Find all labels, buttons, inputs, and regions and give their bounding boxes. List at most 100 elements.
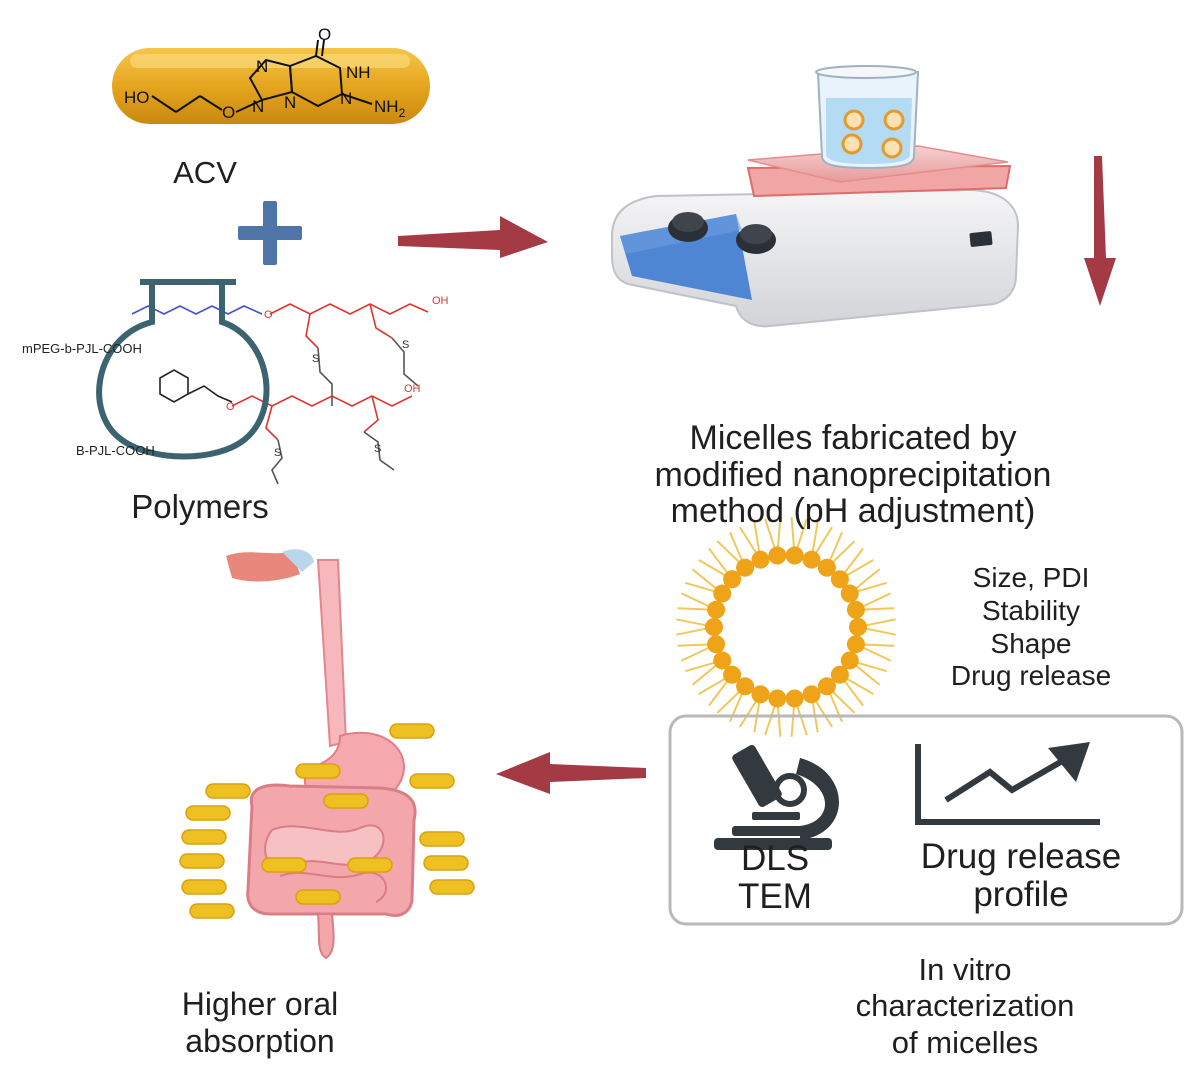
micelle-tail (684, 581, 715, 593)
micelle-tail (865, 627, 896, 636)
polymer-oh-top: OH (432, 295, 449, 307)
micelle-tail (843, 547, 864, 574)
micelle-tail (829, 531, 843, 561)
micelle-tail (691, 664, 717, 686)
micelle-head (723, 665, 742, 684)
caption-line-3: of micelles (891, 1024, 1039, 1060)
micelle-fabrication-text: Micelles fabricated by modified nanoprec… (548, 420, 1158, 530)
micelle-head (751, 550, 770, 569)
micelle-tail (716, 691, 740, 714)
micelle-head (846, 635, 865, 654)
micelle-head (846, 600, 865, 619)
hotplate-stirrer (611, 65, 1020, 328)
acv-nh2: NH2 (374, 97, 406, 120)
polymer-s-2: S (402, 339, 409, 351)
acv-molecule (151, 39, 373, 113)
flask-icon (96, 279, 270, 460)
micelle-tail (846, 677, 874, 695)
micelle-head (707, 600, 726, 619)
micelle-tail (729, 531, 743, 561)
micelle-head (736, 558, 755, 577)
micelle-tail (739, 526, 757, 554)
acv-n1: N (252, 97, 264, 116)
micelle-line-2: modified nanoprecipitation (654, 455, 1052, 494)
acv-n2: N (256, 57, 268, 76)
polymer-atom-labels: OH OH O O S S S S (226, 295, 449, 459)
micelle-illustration (676, 517, 896, 737)
micelle-head (830, 570, 849, 589)
arrow-down (1084, 156, 1116, 306)
micelle-tail (691, 568, 717, 590)
micelle-tail (753, 521, 761, 552)
micelle-tail (865, 618, 896, 627)
mpeg-label: mPEG-b-PJL-COOH (22, 341, 142, 356)
micelle-head (802, 550, 821, 569)
micelle-tail (680, 646, 710, 662)
micelle-head (802, 685, 821, 704)
release-profile-line-2: profile (973, 874, 1069, 914)
micelle-tail (777, 706, 782, 737)
micelle-head (707, 635, 726, 654)
micelle-head (713, 651, 732, 670)
micelle-tail (684, 661, 715, 673)
outcome-line-1: Higher oral (181, 986, 339, 1022)
micelle-tail (843, 680, 864, 707)
benzyl-group (159, 369, 233, 403)
micelle-tail (815, 526, 833, 554)
micelle-tail (832, 540, 856, 563)
micelle-head (768, 546, 787, 565)
micelle-head (840, 584, 859, 603)
release-profile-label: Drug release profile (866, 838, 1176, 914)
micelle-head (723, 570, 742, 589)
property-size-pdi: Size, PDI (972, 562, 1090, 593)
caption-line-2: characterization (855, 988, 1075, 1024)
micelle-tail (698, 677, 726, 695)
micelle-tail (815, 700, 833, 728)
polymer-o-top: O (264, 309, 273, 321)
polymer-s-4: S (374, 443, 381, 455)
arrow-left (496, 752, 646, 794)
microscope-icon (714, 744, 839, 850)
micelle-line-1: Micelles fabricated by (689, 419, 1017, 457)
acv-n3: N (284, 93, 296, 112)
micelle-tail (862, 646, 892, 662)
polymer-s-1: S (312, 353, 319, 365)
micelle-head (713, 584, 732, 603)
micelle-tail (739, 700, 757, 728)
micelle-tail (832, 691, 856, 714)
micelle-tail (855, 664, 881, 686)
release-chart-icon (915, 742, 1100, 825)
gi-tract-illustration (179, 549, 475, 960)
acv-atom-labels: HO O N N N N NH NH2 O (124, 25, 406, 122)
micelle-tail (796, 518, 808, 549)
micelle-head (840, 651, 859, 670)
micelle-tail (796, 705, 808, 736)
micelle-tail (677, 607, 708, 611)
micelle-tail (862, 592, 892, 608)
polymer-oh-bottom: OH (404, 383, 421, 395)
micelle-head (849, 618, 867, 636)
micelle-line-3: method (pH adjustment) (670, 492, 1036, 531)
micelle-tail (764, 518, 776, 549)
micelle-tail (708, 547, 729, 574)
characterization-caption: In vitro characterization of micelles (780, 952, 1150, 1061)
instrument-tem: TEM (738, 876, 812, 916)
micelle-head (751, 685, 770, 704)
micelle-tail (680, 592, 710, 608)
micelle-tail (676, 627, 707, 636)
micelle-tail (857, 581, 888, 593)
micelle-tail (708, 680, 729, 707)
micelle-tail (846, 559, 874, 577)
polymers-label: Polymers (131, 488, 269, 525)
micelle-tail (864, 607, 895, 611)
micelle-head (830, 665, 849, 684)
micelle-tail (777, 517, 782, 548)
acv-n4: N (340, 89, 352, 108)
micelle-tail (790, 517, 795, 548)
micelle-tail (857, 661, 888, 673)
acv-nh: NH (346, 63, 371, 82)
bpjl-label: B-PJL-COOH (76, 443, 155, 458)
micelle-head (768, 689, 787, 708)
release-profile-line-1: Drug release (920, 837, 1122, 876)
